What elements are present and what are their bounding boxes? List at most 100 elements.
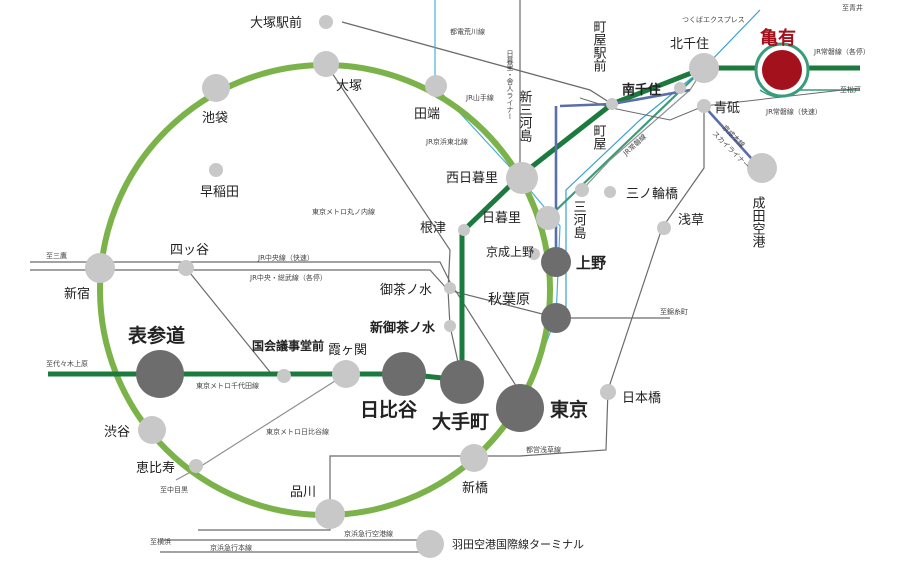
- station-ueno[interactable]: [541, 247, 571, 277]
- label-otsuka: 大塚: [336, 79, 362, 94]
- label-narita: 成田空港: [750, 196, 766, 248]
- label-otsuka-ekimae: 大塚駅前: [250, 15, 302, 31]
- station-waseda[interactable]: [209, 163, 223, 177]
- station-otsuka-ekimae[interactable]: [319, 15, 333, 29]
- label-nezu: 根津: [420, 221, 446, 236]
- station-shinochanomizu[interactable]: [444, 320, 456, 332]
- station-nippori[interactable]: [536, 206, 560, 230]
- chuo-local-line: [30, 269, 670, 319]
- label-kasumigaseki: 霞ヶ関: [328, 343, 367, 358]
- station-kokkai[interactable]: [277, 369, 291, 383]
- station-shimbashi[interactable]: [460, 444, 488, 472]
- dest-yoyogiuehara: 至代々木上原: [46, 359, 88, 368]
- label-waseda: 早稲田: [200, 185, 239, 200]
- label-machiya-ekimae: 町屋駅前: [591, 20, 607, 72]
- station-aoto[interactable]: [697, 99, 711, 113]
- label-kameari: 亀有: [760, 27, 796, 49]
- label-nihombashi: 日本橋: [622, 391, 661, 406]
- station-minowabashi[interactable]: [604, 186, 616, 198]
- chuo-rapid-line: [30, 261, 521, 393]
- station-otemachi[interactable]: [440, 360, 484, 404]
- label-tabata: 田端: [414, 107, 440, 122]
- station-narita[interactable]: [747, 153, 777, 183]
- station-machiya[interactable]: [606, 98, 618, 110]
- station-nihombashi[interactable]: [600, 384, 616, 400]
- label-nippori: 日暮里: [482, 211, 521, 226]
- station-minamisenju[interactable]: [674, 82, 686, 94]
- label-hibiya: 日比谷: [360, 399, 418, 421]
- label-jr-keihin: JR京浜東北線: [425, 137, 468, 146]
- station-ikebukuro[interactable]: [202, 74, 230, 102]
- tsukuba-express-line: [565, 9, 761, 318]
- marunouchi-yotsuya-branch: [185, 267, 347, 375]
- station-shinagawa[interactable]: [315, 499, 345, 529]
- dest-kinshicho: 至錦糸町: [660, 307, 688, 316]
- station-yotsuya[interactable]: [178, 260, 194, 276]
- label-keisei-ueno: 京成上野: [486, 245, 534, 259]
- station-shinjuku[interactable]: [85, 253, 115, 283]
- label-shibuya: 渋谷: [104, 425, 130, 440]
- label-hibiya-line: 東京メトロ日比谷線: [266, 427, 329, 436]
- station-mikawashima[interactable]: [575, 183, 589, 197]
- station-omotesando[interactable]: [136, 350, 184, 398]
- station-kasumigaseki[interactable]: [332, 360, 360, 388]
- station-akihabara[interactable]: [541, 303, 571, 333]
- label-jr-yamanote: JR山手線: [465, 93, 494, 102]
- destination-labels: 至青井 至松戸 至三鷹 至錦糸町 至代々木上原 至中目黒 至横浜: [46, 3, 863, 546]
- station-ochanomizu[interactable]: [444, 282, 456, 294]
- station-nishinippori[interactable]: [506, 162, 538, 194]
- keihin-tohoku-line: [434, 0, 561, 409]
- label-haneda: 羽田空港国際線ターミナル: [452, 537, 584, 551]
- label-omotesando: 表参道: [128, 324, 185, 347]
- station-tabata[interactable]: [425, 75, 447, 97]
- label-shinochanomizu: 新御茶ノ水: [370, 320, 436, 336]
- label-toneri-liner: 日暮里・舎人ライナー: [506, 50, 514, 120]
- label-kitasenju: 北千住: [670, 37, 709, 52]
- label-shinmikawashima: 新三河島: [517, 89, 533, 142]
- station-ebisu[interactable]: [189, 459, 203, 473]
- label-ochanomizu: 御茶ノ水: [380, 282, 432, 298]
- label-ebisu: 恵比寿: [136, 461, 175, 476]
- label-shinagawa: 品川: [290, 485, 316, 500]
- label-tsukuba-express: つくばエクスプレス: [682, 15, 745, 24]
- label-tokyo: 東京: [550, 398, 588, 421]
- station-labels: 大塚駅前 大塚 池袋 田端 早稲田 新三河島 町屋駅前 町屋 北千住 亀有 南千…: [64, 15, 796, 551]
- dest-yokohama: 至横浜: [150, 537, 171, 546]
- label-toei-asakusa: 都営浅草線: [526, 445, 561, 454]
- label-toden-arakawa: 都電荒川線: [450, 27, 485, 36]
- station-hibiya[interactable]: [382, 352, 426, 396]
- label-otemachi: 大手町: [432, 410, 489, 433]
- dest-matsudo: 至松戸: [840, 85, 861, 94]
- stations: [85, 15, 777, 558]
- label-shimbashi: 新橋: [462, 480, 488, 496]
- major-stations: [136, 247, 571, 432]
- label-asakusa: 浅草: [678, 213, 704, 228]
- label-jr-joban-local: JR常磐線（各停）: [813, 47, 870, 56]
- label-minowabashi: 三ノ輪橋: [626, 186, 678, 202]
- station-kameari[interactable]: [762, 50, 802, 90]
- label-shinjuku: 新宿: [64, 286, 90, 302]
- label-akihabara: 秋葉原: [488, 292, 530, 308]
- label-aoto: 青砥: [714, 101, 740, 116]
- label-chiyoda: 東京メトロ千代田線: [196, 381, 259, 390]
- station-tokyo[interactable]: [496, 384, 544, 432]
- station-haneda[interactable]: [416, 530, 444, 558]
- station-asakusa[interactable]: [657, 221, 671, 235]
- label-minamisenju: 南千住: [622, 82, 661, 98]
- station-nezu[interactable]: [458, 224, 470, 236]
- label-kokkai: 国会議事堂前: [252, 338, 324, 353]
- station-shibuya[interactable]: [138, 416, 166, 444]
- station-keisei-ueno[interactable]: [528, 248, 540, 260]
- dest-nakameguro: 至中目黒: [160, 485, 188, 494]
- station-otsuka[interactable]: [313, 51, 339, 77]
- label-chuo-local: JR中央・総武線（各停）: [249, 273, 327, 282]
- label-marunouchi: 東京メトロ丸ノ内線: [312, 207, 375, 216]
- label-ikebukuro: 池袋: [202, 111, 228, 126]
- label-machiya: 町屋: [591, 124, 607, 151]
- label-keikyu-airport: 京浜急行空港線: [344, 529, 393, 538]
- station-kitasenju[interactable]: [689, 53, 719, 83]
- keisei-main-line: [703, 105, 761, 169]
- label-mikawashima: 三河島: [571, 200, 587, 239]
- dest-mitaka: 至三鷹: [46, 251, 67, 260]
